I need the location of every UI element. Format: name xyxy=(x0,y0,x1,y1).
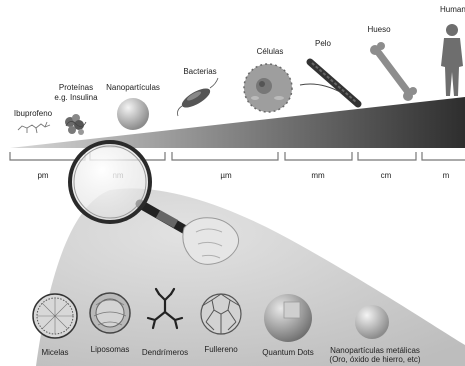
item-label-bone: Hueso xyxy=(367,25,391,34)
nano-label-micelles: Micelas xyxy=(41,348,68,357)
micelle-icon xyxy=(33,294,77,338)
human-icon xyxy=(441,24,463,96)
bracket-m xyxy=(422,152,465,160)
bracket-mm xyxy=(285,152,352,160)
item-label-proteins-sub: e.g. Insulina xyxy=(54,93,98,102)
nano-label-metal-nanoparticles: Nanopartículas metálicas xyxy=(330,346,420,355)
metal-nanoparticle-icon xyxy=(355,305,389,339)
protein-icon xyxy=(65,114,86,135)
nano-label-liposomes: Liposomas xyxy=(91,345,130,354)
item-label-ibuprofen: Ibuprofeno xyxy=(14,109,53,118)
nano-label-quantum-dots: Quantum Dots xyxy=(262,348,314,357)
bacterium-icon xyxy=(178,78,219,116)
bracket-cm xyxy=(358,152,416,160)
unit-label-m: m xyxy=(443,171,450,180)
unit-label-um: µm xyxy=(220,171,232,180)
unit-label-mm: mm xyxy=(311,171,325,180)
item-label-bacteria: Bacterias xyxy=(183,67,216,76)
quantum-dot-icon xyxy=(264,294,312,342)
item-label-proteins: Proteínas xyxy=(59,83,93,92)
ibuprofen-icon xyxy=(18,122,50,133)
bone-icon xyxy=(370,42,417,101)
nano-label-dendrimers: Dendrímeros xyxy=(142,348,188,357)
item-label-cells: Células xyxy=(257,47,284,56)
nanoparticle-icon xyxy=(117,98,149,130)
nano-label-metal-nanoparticles-sub: (Oro, óxido de hierro, etc) xyxy=(329,355,420,364)
cell-icon xyxy=(244,64,292,112)
item-label-hair: Pelo xyxy=(315,39,332,48)
nano-label-fullerene: Fullereno xyxy=(204,345,238,354)
fullerene-icon xyxy=(201,294,241,334)
hair-icon xyxy=(300,62,358,104)
bracket-um xyxy=(172,152,278,160)
item-label-nanoparticles: Nanopartículas xyxy=(106,83,160,92)
unit-label-pm: pm xyxy=(37,171,48,180)
bracket-pm xyxy=(10,152,85,160)
unit-label-cm: cm xyxy=(381,171,392,180)
item-label-human: Humano xyxy=(440,5,465,14)
liposome-icon xyxy=(90,293,130,333)
